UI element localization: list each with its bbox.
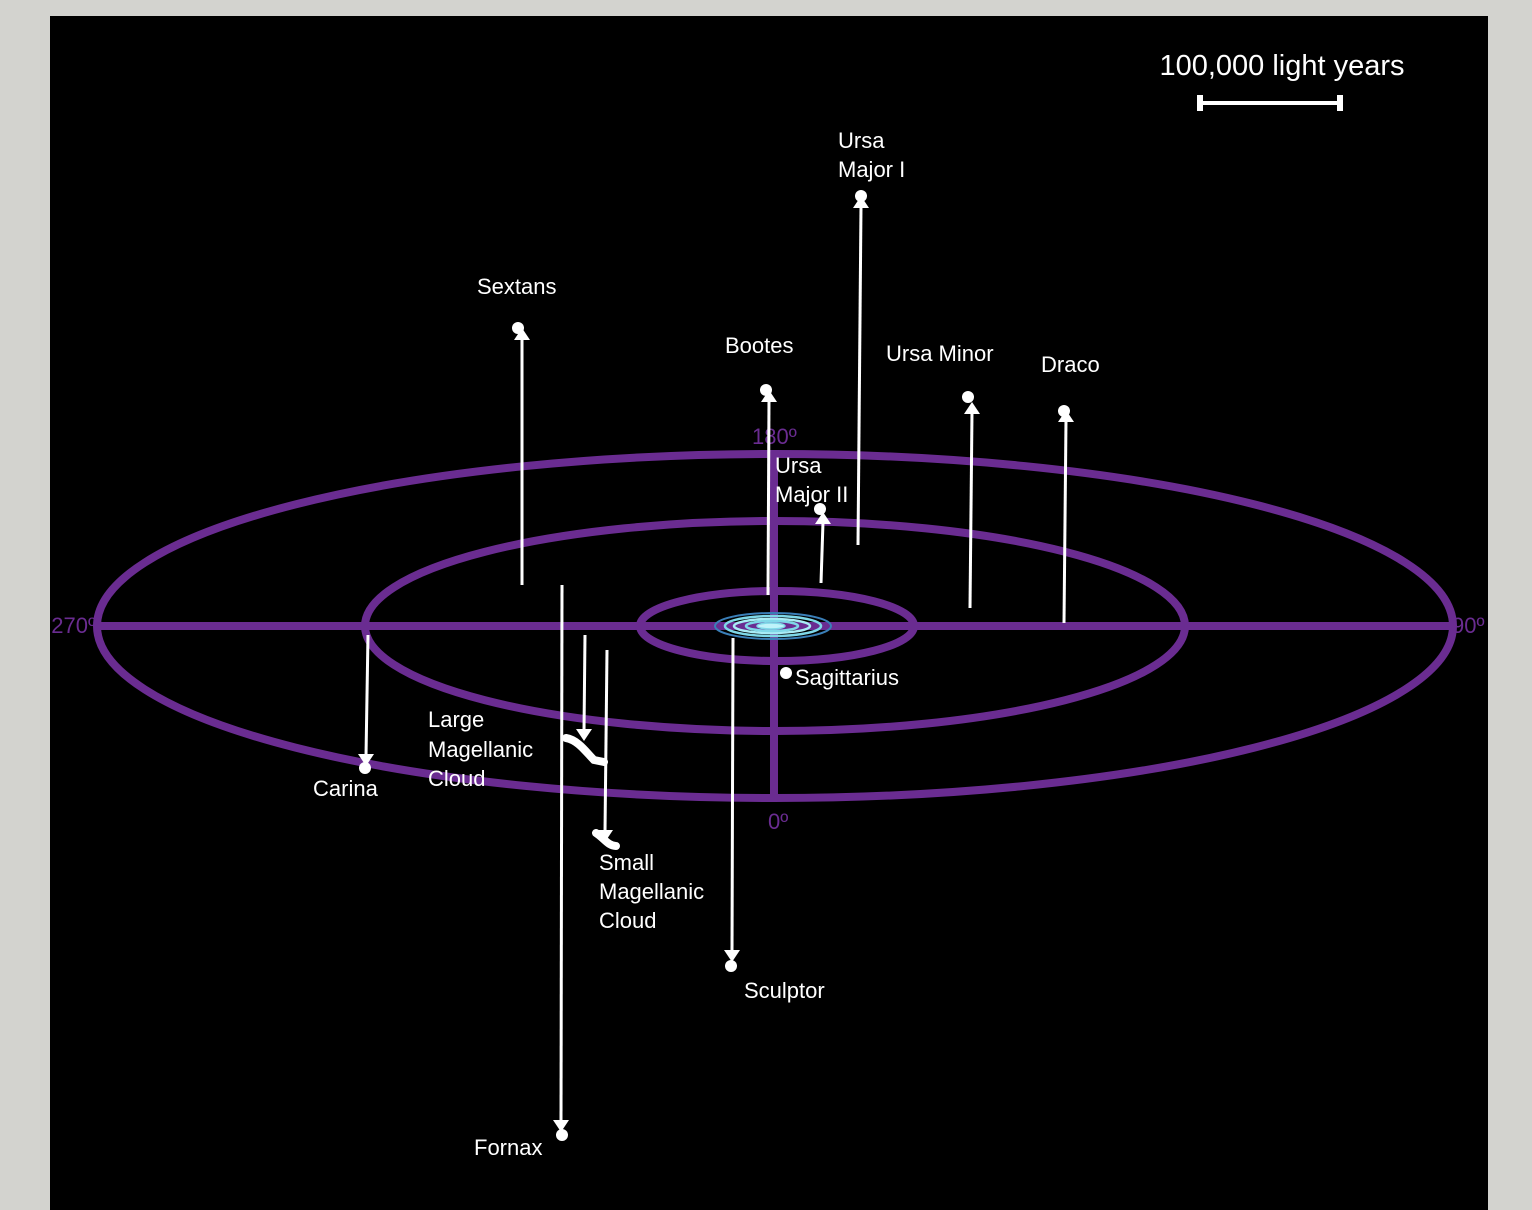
- ursa-major-2-line: [819, 521, 825, 584]
- smc-blob: [592, 829, 620, 850]
- label-ursa-major-2: Ursa Major II: [775, 453, 848, 507]
- degree-label-0: 0º: [768, 809, 788, 834]
- degree-label-180: 180º: [752, 424, 797, 449]
- label-ursa-minor: Ursa Minor: [886, 341, 994, 366]
- lmc-line: [582, 634, 587, 732]
- sculptor-dot: [725, 960, 737, 972]
- ursa-major-1-line: [856, 205, 863, 546]
- sculptor-line: [730, 637, 735, 953]
- ursa-major-1-dot: [855, 190, 867, 202]
- fornax-arrowhead: [553, 1120, 569, 1132]
- sextans-dot: [512, 322, 524, 334]
- galaxy-labels: Ursa Major I Sextans Bootes Ursa Minor D…: [313, 128, 1100, 1160]
- scale-bar: 100,000 light years: [1159, 50, 1405, 111]
- label-ursa-major-1: Ursa Major I: [838, 128, 905, 182]
- label-sagittarius: Sagittarius: [795, 665, 899, 690]
- satellite-galaxies-diagram: 100,000 light years 270º 90º 180º 0º: [51, 50, 1485, 1160]
- label-carina: Carina: [313, 776, 379, 801]
- milky-way-core: [714, 612, 832, 640]
- lmc-arrowhead: [576, 729, 592, 741]
- draco-dot: [1058, 405, 1070, 417]
- sextans-arrowhead: [514, 328, 530, 340]
- fornax-line: [559, 584, 564, 1123]
- label-large-magellanic-cloud: Large Magellanic Cloud: [428, 707, 539, 791]
- smc-line: [603, 649, 609, 833]
- label-small-magellanic-cloud: Small Magellanic Cloud: [599, 850, 710, 933]
- label-sculptor: Sculptor: [744, 978, 825, 1003]
- ursa-minor-line: [968, 411, 974, 609]
- scale-bar-left-cap: [1197, 95, 1203, 111]
- galaxy-markers: [358, 190, 1074, 1141]
- bootes-arrowhead: [761, 390, 777, 402]
- carina-line: [364, 634, 370, 757]
- bootes-dot: [760, 384, 772, 396]
- carina-arrowhead: [358, 754, 374, 766]
- label-sextans: Sextans: [477, 274, 557, 299]
- scale-bar-right-cap: [1337, 95, 1343, 111]
- scale-label: 100,000 light years: [1159, 50, 1404, 82]
- ursa-major-2-dot: [814, 503, 826, 515]
- ursa-minor-arrowhead: [964, 402, 980, 414]
- bootes-line: [766, 399, 771, 596]
- ursa-minor-dot: [962, 391, 974, 403]
- diagram-panel: 100,000 light years 270º 90º 180º 0º: [50, 16, 1488, 1210]
- draco-line: [1062, 419, 1068, 624]
- degree-label-90: 90º: [1452, 613, 1485, 638]
- lmc-blob: [562, 734, 608, 766]
- fornax-dot: [556, 1129, 568, 1141]
- carina-dot: [359, 762, 371, 774]
- ursa-major-2-arrowhead: [815, 512, 831, 524]
- sculptor-arrowhead: [724, 950, 740, 962]
- label-fornax: Fornax: [474, 1135, 542, 1160]
- label-draco: Draco: [1041, 352, 1100, 377]
- label-bootes: Bootes: [725, 333, 794, 358]
- sagittarius-dot: [780, 667, 792, 679]
- degree-label-270: 270º: [51, 613, 96, 638]
